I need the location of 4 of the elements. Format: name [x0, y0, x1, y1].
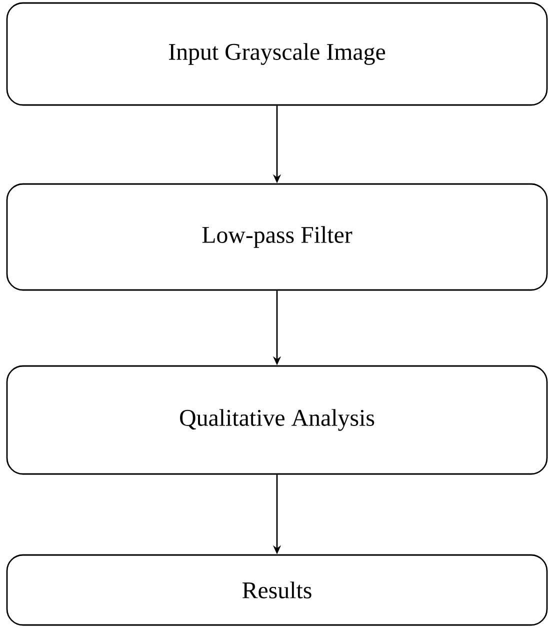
process-box: Qualitative Analysis [6, 365, 548, 475]
process-box: Low-pass Filter [6, 183, 548, 291]
process-box: Results [6, 554, 548, 626]
process-box: Input Grayscale Image [6, 2, 548, 106]
